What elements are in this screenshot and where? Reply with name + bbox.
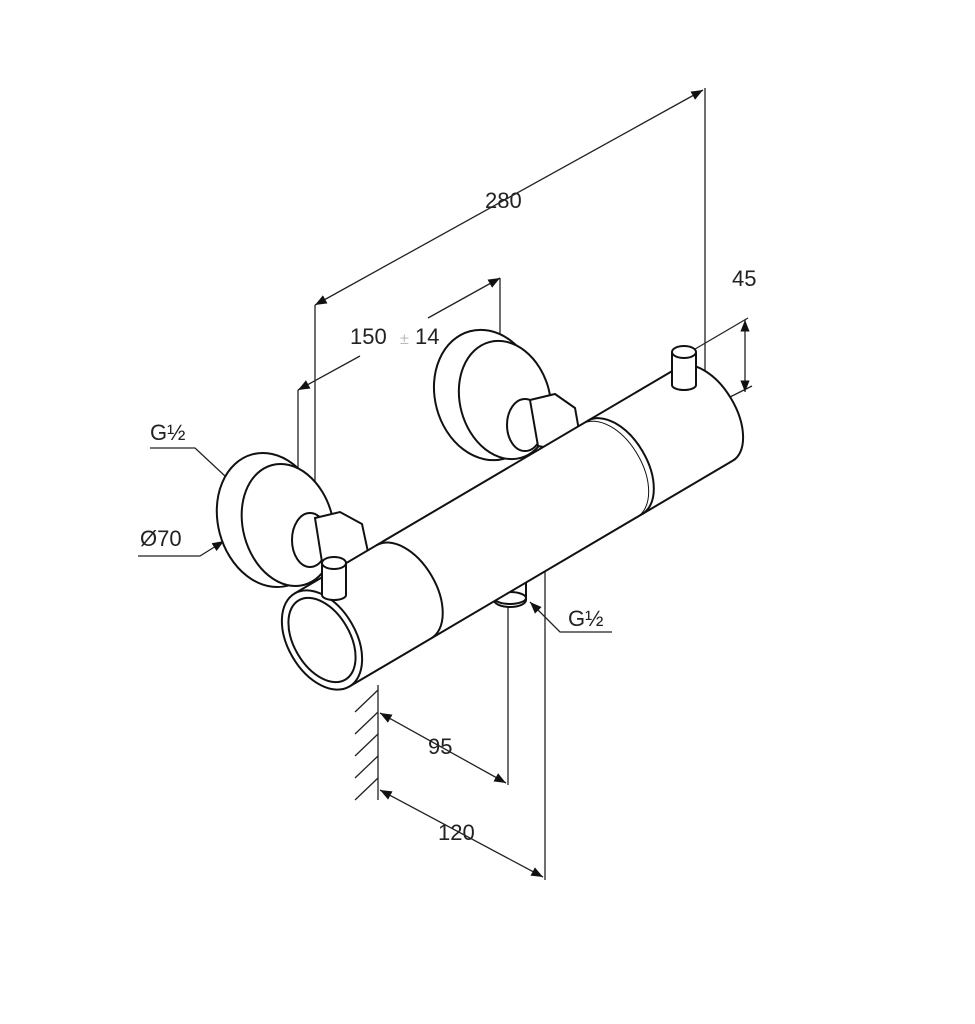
mixer-body: [280, 364, 745, 691]
flow-knob: [321, 556, 347, 601]
dimension-body-projection: 120: [379, 789, 544, 878]
left-escutcheon: [215, 451, 370, 589]
dimension-45-label: 45: [732, 266, 756, 291]
dimension-150-label: 150: [350, 324, 387, 349]
temperature-knob: [671, 345, 697, 391]
escutcheon-diameter-label: Ø70: [140, 526, 182, 551]
dimension-inlet-spacing: 150 ± 14: [297, 277, 501, 391]
leader-inlet-thread: G½: [150, 420, 241, 491]
dimension-outlet-projection: 95: [379, 712, 507, 784]
dimension-knob-height: 45: [732, 266, 756, 392]
dimension-280-label: 280: [485, 188, 522, 213]
dimension-tolerance-label: 14: [415, 324, 439, 349]
dimension-120-label: 120: [438, 820, 475, 845]
wall-hatching: [354, 685, 379, 801]
dimension-95-label: 95: [428, 734, 452, 759]
leader-escutcheon-diameter: Ø70: [138, 526, 225, 557]
inlet-thread-label: G½: [150, 420, 185, 445]
tolerance-sign: ±: [400, 331, 409, 348]
leader-outlet-thread: G½: [529, 601, 612, 633]
outlet-thread-label: G½: [568, 606, 603, 631]
right-escutcheon: [432, 328, 582, 462]
dimension-overall-length: 280: [314, 89, 704, 306]
